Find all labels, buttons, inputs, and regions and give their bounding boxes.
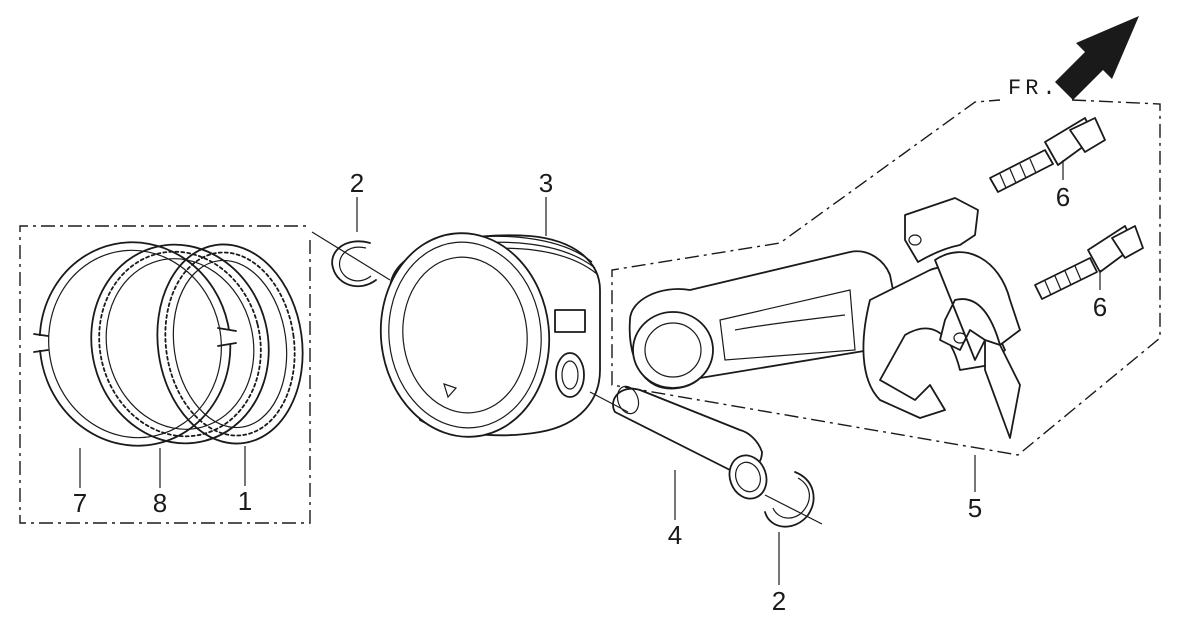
callout-clip-upper: 2 bbox=[350, 168, 364, 198]
rod-bolt-upper bbox=[989, 117, 1106, 193]
callout-clip-lower: 2 bbox=[772, 586, 786, 616]
piston-pin bbox=[612, 385, 768, 500]
piston-pin-clip-lower bbox=[764, 471, 815, 528]
connecting-rod-cap bbox=[904, 197, 1021, 439]
callout-rod-bolt-lower: 6 bbox=[1093, 292, 1107, 322]
leader-clip-upper bbox=[311, 231, 391, 281]
piston-ring-1 bbox=[156, 243, 304, 445]
callout-piston-ring-set: 1 bbox=[238, 486, 252, 516]
piston-pin-clip-upper bbox=[331, 240, 377, 288]
callout-piston-pin: 4 bbox=[668, 520, 682, 550]
callout-piston: 3 bbox=[539, 168, 553, 198]
piston-ring-7 bbox=[30, 241, 238, 447]
piston-ring-8 bbox=[90, 243, 270, 445]
ring-set-box bbox=[19, 225, 311, 524]
leader-pin-in bbox=[589, 391, 629, 413]
callout-con-rod-assy: 5 bbox=[968, 493, 982, 523]
rod-bolt-lower bbox=[1034, 225, 1144, 300]
piston bbox=[379, 232, 601, 438]
con-rod-assembly-outline bbox=[611, 99, 1161, 456]
callout-rod-bolt-upper: 6 bbox=[1056, 182, 1070, 212]
front-direction-arrow-icon bbox=[1055, 16, 1139, 100]
leader-lines bbox=[79, 160, 1101, 585]
callout-ring-8: 8 bbox=[153, 488, 167, 518]
callout-ring-7: 7 bbox=[73, 488, 87, 518]
front-direction-label: FR. bbox=[1008, 76, 1060, 101]
leader-clip-lower bbox=[764, 494, 823, 525]
